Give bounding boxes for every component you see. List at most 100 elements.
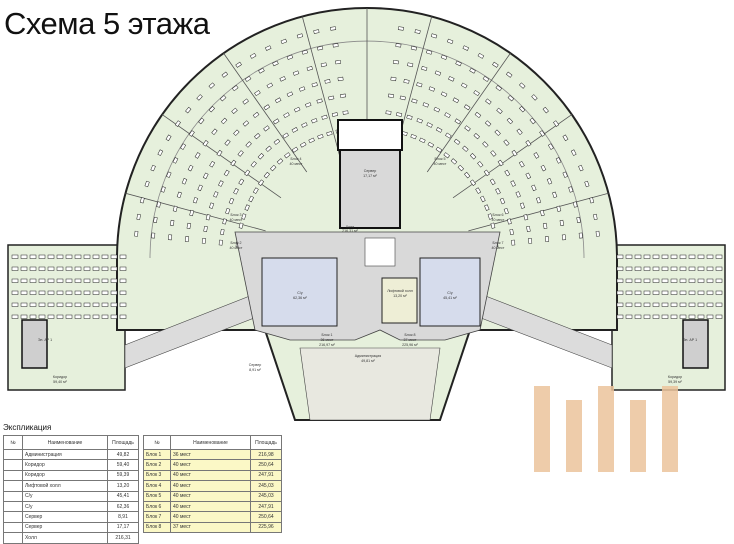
desk <box>616 278 624 283</box>
desk <box>485 98 492 105</box>
desk <box>487 213 493 220</box>
desk <box>559 219 565 226</box>
desk <box>83 266 91 271</box>
desk <box>92 290 100 295</box>
desk <box>252 187 259 194</box>
desk <box>47 266 55 271</box>
watermark-logo <box>534 386 678 472</box>
desk <box>222 218 227 225</box>
desk <box>38 266 46 271</box>
desk <box>65 254 73 259</box>
label-admin: Администрация <box>355 354 381 358</box>
desk <box>706 314 714 319</box>
desk <box>507 95 515 102</box>
cell-num <box>3 532 23 544</box>
desk <box>443 152 450 159</box>
desk <box>531 94 538 101</box>
desk <box>492 61 499 68</box>
cell-name: 37 мест <box>170 521 251 534</box>
desk <box>542 106 549 114</box>
desk <box>20 278 28 283</box>
desk <box>65 290 73 295</box>
label-wc-right: С/у <box>447 291 453 295</box>
desk <box>444 112 451 118</box>
desk <box>101 254 109 259</box>
label-block8-seats: 37 мест <box>404 338 417 342</box>
cell-area: 250,64 <box>250 459 282 471</box>
desk <box>65 302 73 307</box>
desk <box>224 139 231 146</box>
desk <box>56 254 64 259</box>
desk <box>286 54 294 60</box>
desk <box>172 205 178 212</box>
desk <box>11 254 19 259</box>
cell-area: 8,91 <box>107 511 139 523</box>
desk <box>625 266 633 271</box>
desk <box>119 266 127 271</box>
desk <box>387 93 394 98</box>
desk <box>174 120 181 127</box>
label-lift-hall: Лифтовой холл <box>387 289 413 293</box>
desk <box>503 139 510 146</box>
desk <box>697 314 705 319</box>
label-block3: Блок 3 <box>230 213 241 217</box>
cell-name: Сервер <box>22 511 108 523</box>
desk <box>337 76 344 82</box>
desk <box>511 149 518 157</box>
desk <box>539 130 546 137</box>
desk <box>65 314 73 319</box>
desk <box>661 278 669 283</box>
desk <box>414 29 421 34</box>
desk <box>197 184 203 192</box>
desk <box>688 266 696 271</box>
desk <box>448 76 455 82</box>
desk <box>264 45 272 51</box>
desk <box>119 290 127 295</box>
desk <box>250 161 257 168</box>
cell-num <box>3 521 23 534</box>
desk <box>335 59 342 65</box>
desk <box>422 102 429 108</box>
desk <box>286 91 294 97</box>
desk <box>92 302 100 307</box>
desk <box>233 129 240 136</box>
desk <box>272 118 280 125</box>
desk <box>29 302 37 307</box>
desk <box>519 202 525 209</box>
desk <box>697 290 705 295</box>
desk <box>265 145 272 152</box>
desk <box>119 314 127 319</box>
desk <box>679 314 687 319</box>
desk <box>403 79 410 84</box>
desk <box>83 302 91 307</box>
desk <box>435 127 443 133</box>
desk <box>474 111 482 119</box>
desk <box>661 266 669 271</box>
desk <box>166 171 172 178</box>
desk <box>679 290 687 295</box>
desk <box>453 138 461 145</box>
desk <box>305 102 312 108</box>
desk <box>697 254 705 259</box>
desk <box>56 278 64 283</box>
desk <box>505 71 513 78</box>
label-block2: Блок 2 <box>230 241 241 245</box>
desk <box>248 195 254 203</box>
desk <box>209 160 216 168</box>
desk <box>497 159 504 167</box>
cell-name: 36 мест <box>170 448 251 461</box>
desk <box>92 314 100 319</box>
desk <box>416 82 423 88</box>
desk <box>625 314 633 319</box>
desk <box>241 213 247 220</box>
desk <box>679 302 687 307</box>
desk <box>427 141 435 148</box>
desk <box>83 278 91 283</box>
desk <box>552 191 558 199</box>
desk <box>263 104 271 111</box>
col-area: Площадь <box>250 435 282 450</box>
desk <box>172 157 179 164</box>
